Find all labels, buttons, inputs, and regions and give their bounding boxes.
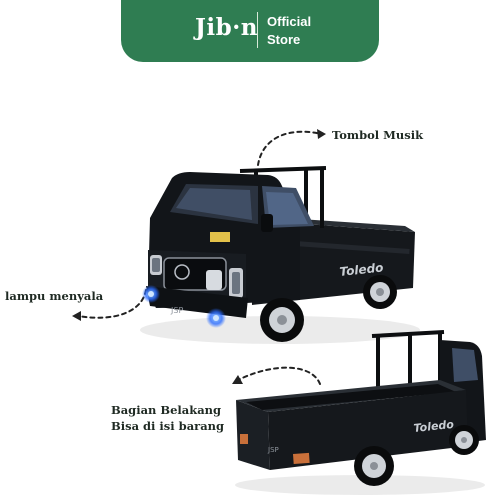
truck-front-view: JSP Toledo <box>140 166 420 344</box>
rear-view-back-wheel <box>354 446 394 486</box>
arrow-back-head <box>232 375 243 384</box>
arrow-lamp-head <box>72 311 81 321</box>
arrow-lamp <box>77 289 147 319</box>
rear-cargo-line2: Bisa di isi barang <box>111 419 225 433</box>
arrow-music <box>257 130 323 166</box>
rear-view-front-wheel <box>449 425 479 455</box>
rear-side-decal-text: Toledo <box>413 418 455 435</box>
front-wheel <box>260 298 304 342</box>
official-line: Official <box>267 14 312 29</box>
official-store-text: Official Store <box>267 13 311 49</box>
arrow-music-head <box>317 129 326 139</box>
rear-wheel <box>363 275 397 309</box>
rear-cargo-line1: Bagian Belakang <box>111 403 222 417</box>
music-button-label: Tombol Musik <box>332 128 424 142</box>
front-plate-text: JSP <box>170 306 183 315</box>
rear-plate-text: JSP <box>267 446 279 454</box>
side-decal-text: Toledo <box>339 260 384 279</box>
store-line: Store <box>267 32 301 47</box>
banner-divider <box>257 12 258 48</box>
store-banner: Jib·n Official Store <box>121 0 379 62</box>
arrow-back <box>237 366 321 385</box>
rear-cargo-label: Bagian Belakang Bisa di isi barang <box>111 402 224 434</box>
lamp-label: lampu menyala <box>5 289 104 303</box>
brand-logo: Jib·n <box>195 14 258 41</box>
truck-rear-view: JSP Toledo <box>235 330 486 495</box>
